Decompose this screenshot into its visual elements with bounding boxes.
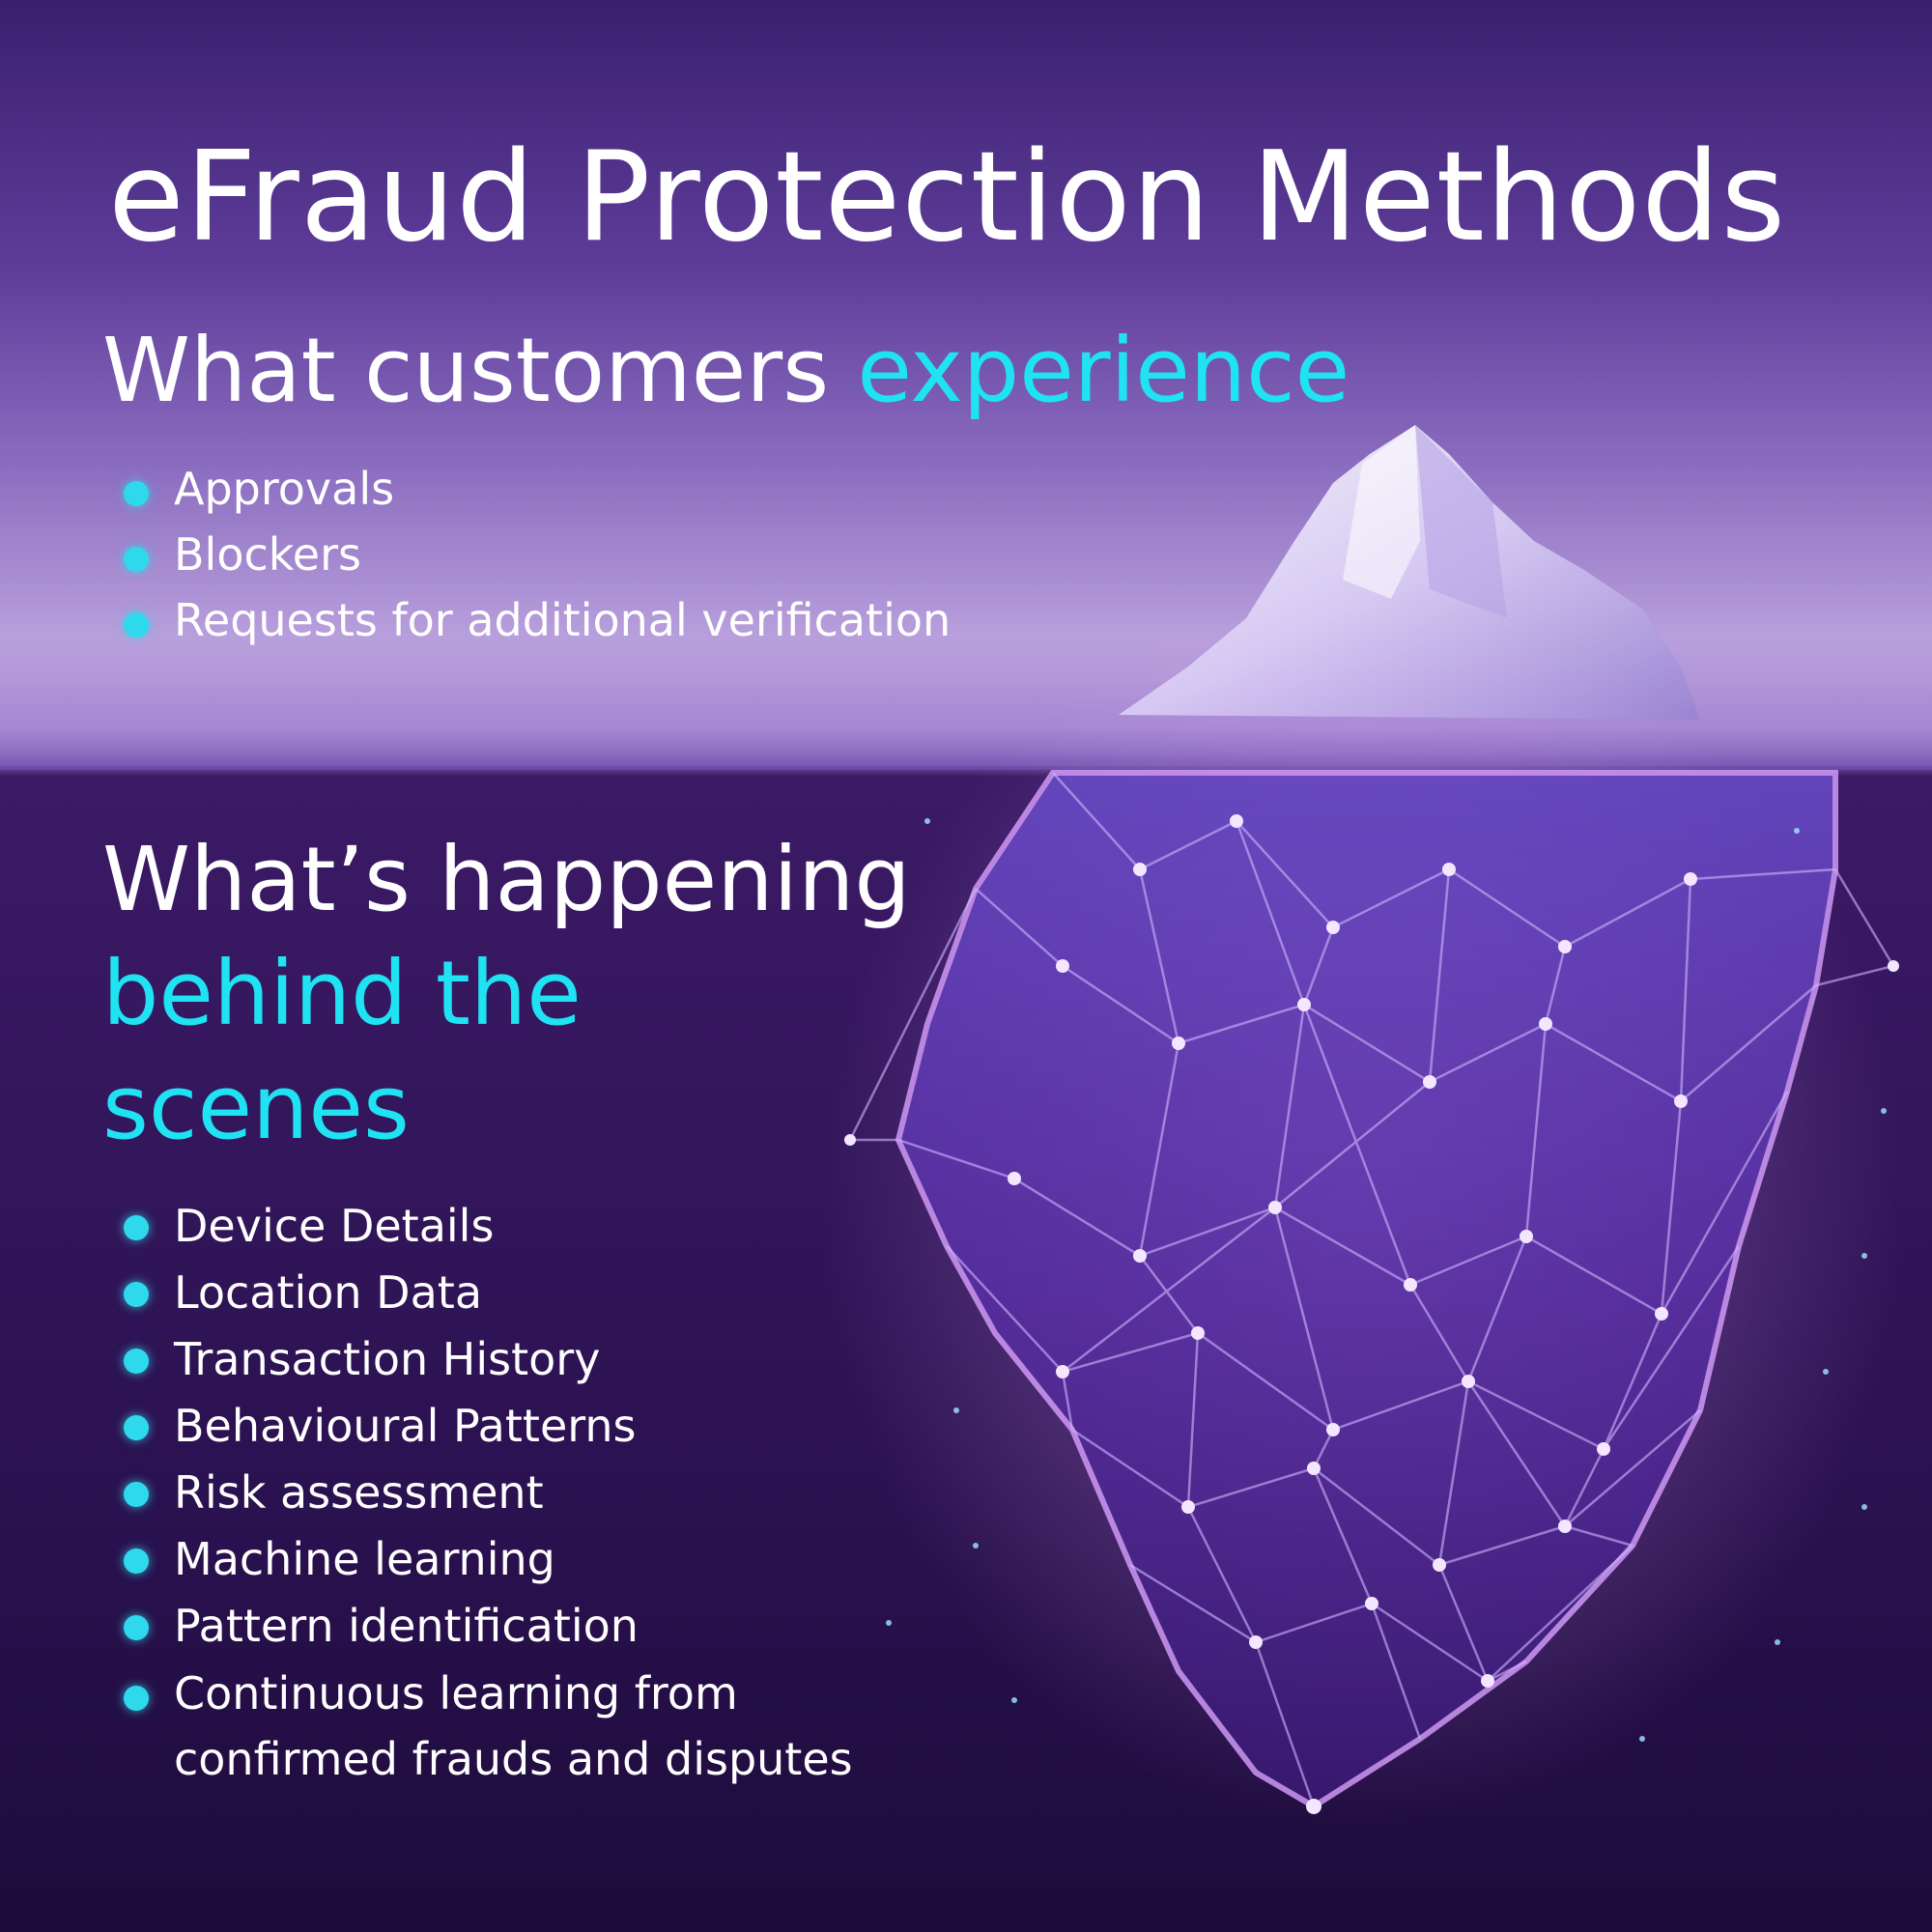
list-item-label-line2: confirmed frauds and disputes xyxy=(174,1733,853,1785)
depth-heading-line3: scenes xyxy=(102,1056,410,1159)
surface-heading-accent: experience xyxy=(857,319,1350,422)
list-item: Blockers xyxy=(124,526,951,591)
dot-icon xyxy=(124,1548,149,1574)
dot-icon xyxy=(124,1482,149,1507)
dot-icon xyxy=(124,612,149,638)
list-item-label: Risk assessment xyxy=(174,1466,544,1519)
dot-icon xyxy=(124,1415,149,1440)
dot-icon xyxy=(124,1615,149,1640)
list-item: Requests for additional verification xyxy=(124,591,951,657)
list-item: Machine learning xyxy=(124,1527,853,1594)
list-item: Approvals xyxy=(124,460,951,526)
list-item: Pattern identification xyxy=(124,1594,853,1661)
list-item: Transaction History xyxy=(124,1327,853,1394)
surface-heading-start: What customers xyxy=(102,319,858,422)
list-item: Risk assessment xyxy=(124,1461,853,1527)
dot-icon xyxy=(124,1349,149,1374)
page-title: eFraud Protection Methods xyxy=(108,126,1787,270)
list-item-label: Device Details xyxy=(174,1200,495,1252)
list-item-label: Location Data xyxy=(174,1266,483,1319)
list-item-label: Blockers xyxy=(174,528,361,581)
waterline xyxy=(0,766,1932,770)
dot-icon xyxy=(124,1215,149,1240)
list-item: Device Details xyxy=(124,1194,853,1261)
list-item: Behavioural Patterns xyxy=(124,1394,853,1461)
dot-icon xyxy=(124,1686,149,1711)
surface-list: Approvals Blockers Requests for addition… xyxy=(124,460,951,657)
list-item-label: Requests for additional verification xyxy=(174,594,952,646)
list-item-label: Pattern identification xyxy=(174,1600,639,1652)
depth-list: Device Details Location Data Transaction… xyxy=(124,1194,853,1792)
list-item-label-line1: Continuous learning from xyxy=(174,1667,738,1719)
list-item-label: Machine learning xyxy=(174,1533,555,1585)
list-item: Location Data xyxy=(124,1261,853,1327)
surface-heading: What customers experience xyxy=(102,314,1350,428)
list-item-label: Transaction History xyxy=(174,1333,601,1385)
depth-heading-line1: What’s happening xyxy=(102,828,911,931)
dot-icon xyxy=(124,481,149,506)
dot-icon xyxy=(124,1282,149,1307)
depth-heading: What’s happening behind the scenes xyxy=(102,823,911,1165)
depth-heading-line2: behind the xyxy=(102,942,582,1045)
list-item: Continuous learning from confirmed frauds… xyxy=(124,1661,853,1792)
list-item-label: Behavioural Patterns xyxy=(174,1400,637,1452)
dot-icon xyxy=(124,547,149,572)
list-item-label: Approvals xyxy=(174,463,395,515)
